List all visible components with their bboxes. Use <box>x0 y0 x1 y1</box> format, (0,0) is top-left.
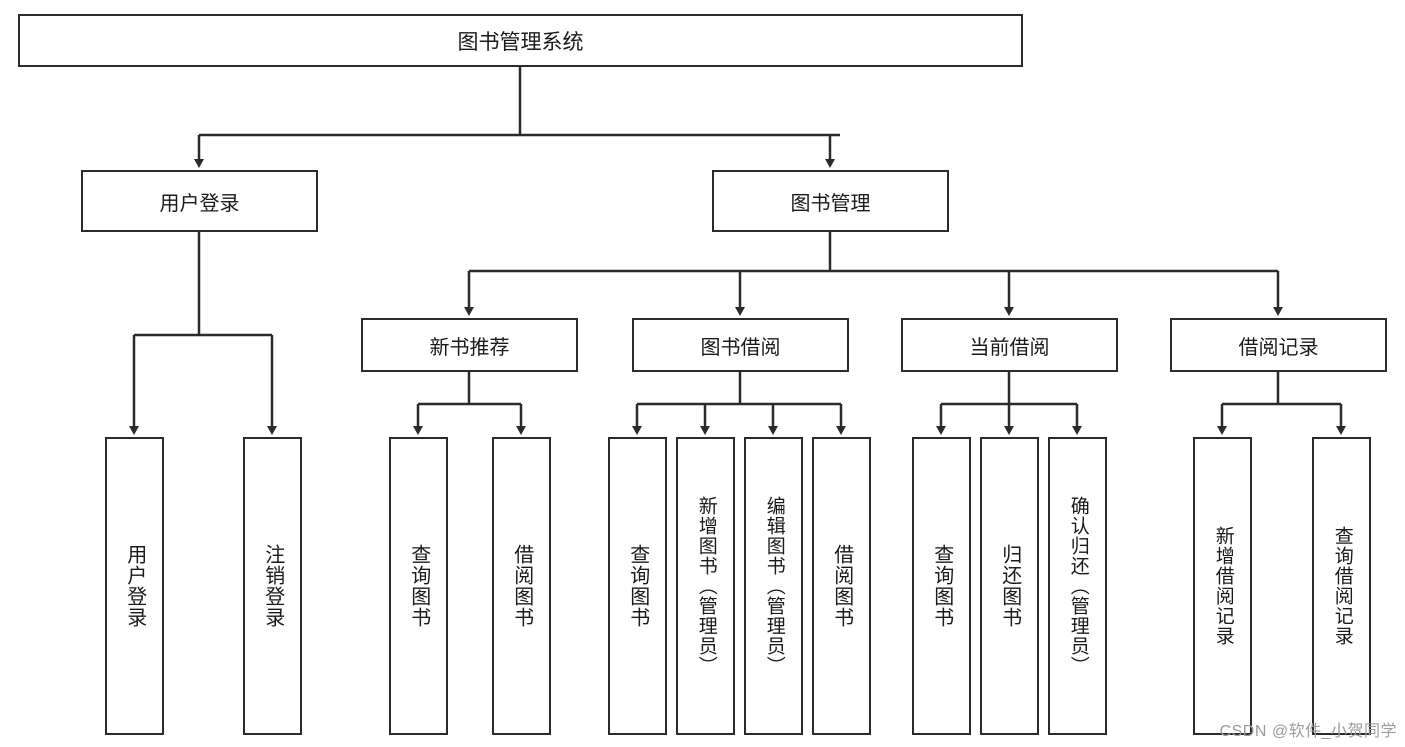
leaf-current-confirm-return-admin[interactable]: 确认归还（管理员） <box>1048 437 1107 735</box>
leaf-borrow-query-book[interactable]: 查询图书 <box>608 437 667 735</box>
leaf-label: 借阅图书 <box>510 544 533 628</box>
node-user-login[interactable]: 用户登录 <box>81 170 318 232</box>
leaf-new-book-borrow[interactable]: 借阅图书 <box>492 437 551 735</box>
node-new-book-recommend[interactable]: 新书推荐 <box>361 318 578 372</box>
node-book-borrow[interactable]: 图书借阅 <box>632 318 849 372</box>
leaf-borrow-edit-book-admin[interactable]: 编辑图书（管理员） <box>744 437 803 735</box>
leaf-label: 查询借阅记录 <box>1331 526 1353 646</box>
leaf-borrow-borrow-book[interactable]: 借阅图书 <box>812 437 871 735</box>
leaf-label: 查询图书 <box>407 544 430 628</box>
node-new-book-recommend-label: 新书推荐 <box>429 336 510 359</box>
node-book-borrow-label: 图书借阅 <box>700 336 781 359</box>
leaf-label: 注销登录 <box>261 544 284 628</box>
node-user-login-label: 用户登录 <box>159 192 240 215</box>
leaf-label: 归还图书 <box>998 544 1021 628</box>
leaf-record-add-record[interactable]: 新增借阅记录 <box>1193 437 1252 735</box>
node-book-management-label: 图书管理 <box>790 192 871 215</box>
leaf-current-query-book[interactable]: 查询图书 <box>912 437 971 735</box>
leaf-label: 查询图书 <box>626 544 649 628</box>
leaf-label: 确认归还（管理员） <box>1067 496 1089 676</box>
leaf-user-login-logout[interactable]: 注销登录 <box>243 437 302 735</box>
leaf-label: 新增图书（管理员） <box>695 496 717 676</box>
node-current-borrow-label: 当前借阅 <box>969 336 1050 359</box>
node-root-label: 图书管理系统 <box>457 30 584 54</box>
leaf-label: 新增借阅记录 <box>1212 526 1234 646</box>
node-borrow-record-label: 借阅记录 <box>1238 336 1319 359</box>
leaf-new-book-query[interactable]: 查询图书 <box>389 437 448 735</box>
leaf-label: 借阅图书 <box>830 544 853 628</box>
leaf-label: 查询图书 <box>930 544 953 628</box>
leaf-borrow-add-book-admin[interactable]: 新增图书（管理员） <box>676 437 735 735</box>
leaf-record-query-record[interactable]: 查询借阅记录 <box>1312 437 1371 735</box>
node-current-borrow[interactable]: 当前借阅 <box>901 318 1118 372</box>
leaf-label: 编辑图书（管理员） <box>763 496 785 676</box>
node-root[interactable]: 图书管理系统 <box>18 14 1023 67</box>
leaf-current-return-book[interactable]: 归还图书 <box>980 437 1039 735</box>
node-borrow-record[interactable]: 借阅记录 <box>1170 318 1387 372</box>
leaf-user-login-login[interactable]: 用户登录 <box>105 437 164 735</box>
node-book-management[interactable]: 图书管理 <box>712 170 949 232</box>
watermark-text: CSDN @软件_小贺同学 <box>1219 723 1397 740</box>
leaf-label: 用户登录 <box>123 544 146 628</box>
